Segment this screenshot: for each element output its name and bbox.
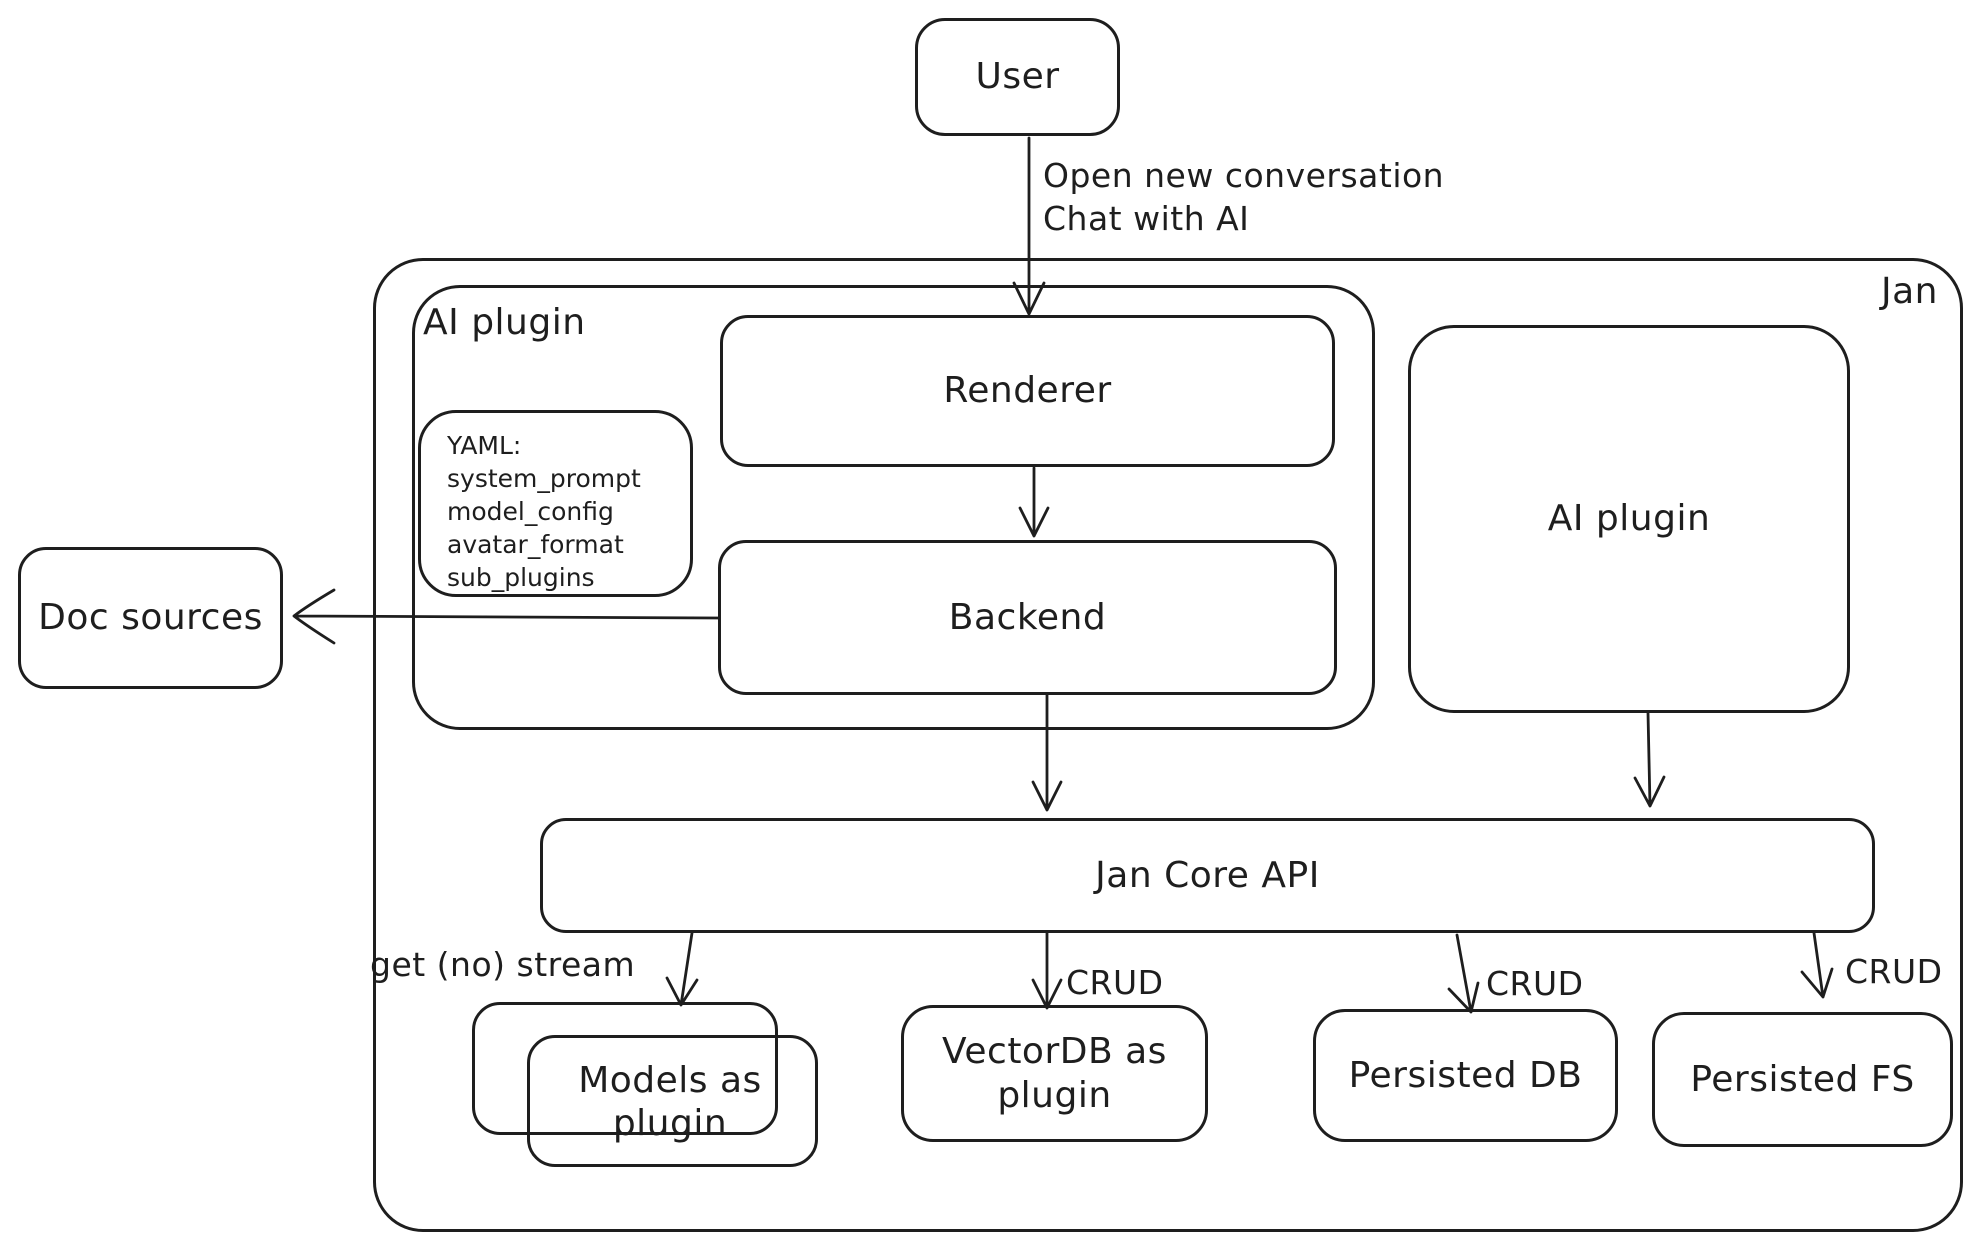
user-edge-label-line1: Open new conversation [1043, 156, 1445, 195]
vectordb-label: VectorDB as plugin [942, 1031, 1167, 1116]
renderer-node: Renderer [720, 315, 1335, 467]
yaml-line: system_prompt [447, 464, 641, 493]
models-label-wrap: Models as plugin [500, 1042, 840, 1162]
backend-node: Backend [718, 540, 1337, 695]
jan-core-api-label: Jan Core API [1095, 854, 1320, 896]
doc-sources-node: Doc sources [18, 547, 283, 689]
crud-label-vectordb: CRUD [1066, 963, 1164, 1002]
user-label: User [975, 56, 1060, 98]
yaml-line: sub_plugins [447, 563, 595, 592]
crud-label-persisted-db: CRUD [1486, 964, 1584, 1003]
persisted-fs-node: Persisted FS [1652, 1012, 1953, 1147]
ai-plugin-node: AI plugin [1408, 325, 1850, 713]
models-back-box [472, 1002, 778, 1135]
ai-plugin-group: AI plugin [412, 285, 1375, 730]
user-node: User [915, 18, 1120, 136]
models-label: Models as plugin [578, 1059, 762, 1144]
renderer-label: Renderer [943, 370, 1112, 412]
models-front-box [527, 1035, 818, 1167]
user-edge-label: Open new conversation Chat with AI [1043, 155, 1444, 241]
vectordb-node: VectorDB as plugin [901, 1005, 1208, 1142]
ai-plugin-label: AI plugin [1547, 498, 1711, 540]
backend-label: Backend [948, 596, 1107, 638]
jan-core-api-node: Jan Core API [540, 818, 1875, 933]
doc-sources-label: Doc sources [38, 597, 263, 639]
persisted-db-label: Persisted DB [1348, 1054, 1583, 1096]
jan-label: Jan [1881, 271, 1938, 312]
jan-container: Jan [373, 258, 1963, 1232]
stream-label: get (no) stream [370, 945, 636, 984]
yaml-line: model_config [447, 497, 614, 526]
persisted-fs-label: Persisted FS [1690, 1058, 1915, 1100]
crud-label-persisted-fs: CRUD [1845, 952, 1943, 991]
persisted-db-node: Persisted DB [1313, 1009, 1618, 1142]
user-edge-label-line2: Chat with AI [1043, 198, 1250, 238]
ai-plugin-group-label: AI plugin [423, 302, 586, 343]
yaml-note: YAML: system_prompt model_config avatar_… [418, 410, 693, 597]
yaml-line: YAML: [447, 431, 522, 460]
yaml-line: avatar_format [447, 530, 624, 559]
